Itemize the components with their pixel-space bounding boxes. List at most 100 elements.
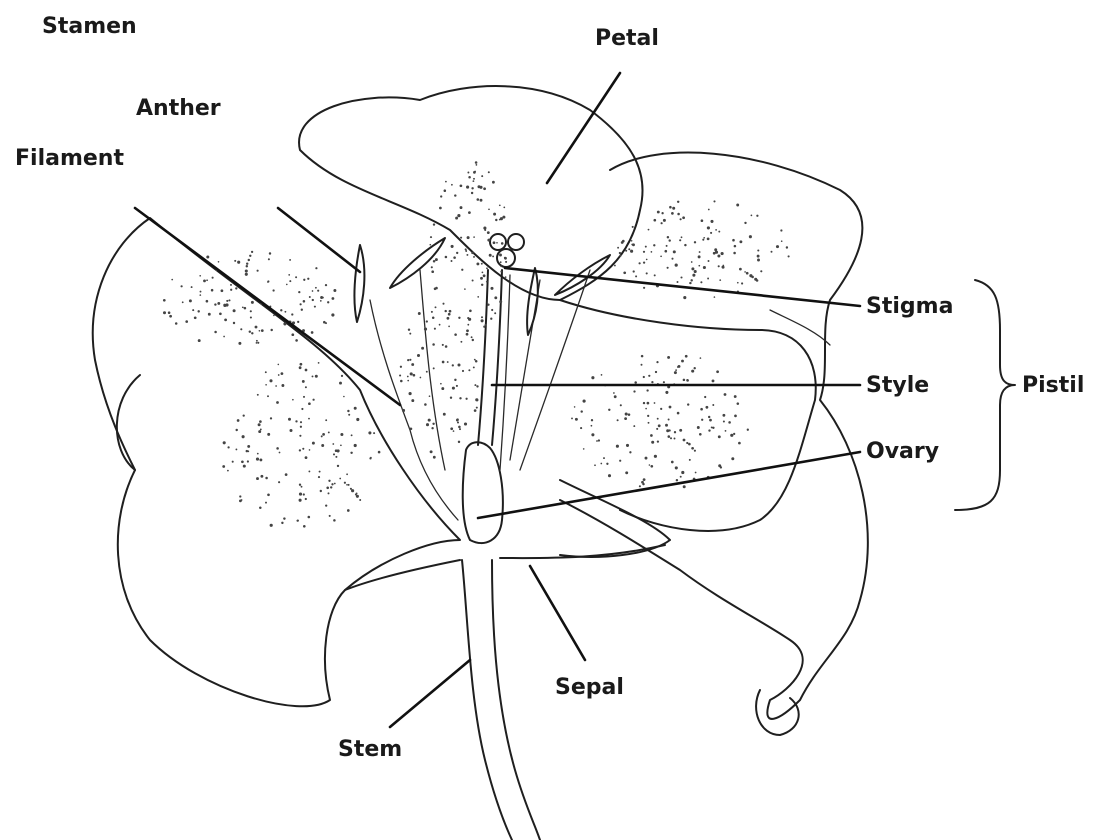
ovary-shape (463, 442, 503, 543)
speckle-dot (477, 296, 479, 298)
speckle-dot (292, 399, 294, 401)
speckle-dot (433, 456, 436, 459)
speckle-dot (701, 419, 703, 421)
speckle-dot (284, 311, 286, 313)
speckle-dot (359, 499, 361, 501)
speckle-dot (462, 370, 464, 372)
speckle-dot (671, 212, 674, 215)
speckle-dot (583, 400, 586, 403)
speckle-dot (317, 290, 319, 292)
speckle-dot (225, 303, 228, 306)
speckle-dot (677, 201, 679, 203)
speckle-dot (399, 374, 401, 376)
speckle-dot (432, 423, 434, 425)
speckle-dot (635, 275, 637, 277)
speckle-dot (301, 408, 303, 410)
speckle-dot (448, 326, 450, 328)
speckle-dot (456, 419, 459, 422)
speckle-dot (199, 275, 201, 277)
speckle-dot (163, 299, 166, 302)
speckle-dot (435, 258, 438, 261)
speckle-dot (487, 231, 490, 234)
label-anther: Anther (136, 98, 221, 120)
speckle-dot (633, 425, 635, 427)
speckle-dot (469, 309, 472, 312)
speckle-dot (331, 313, 334, 316)
speckle-dot (625, 471, 628, 474)
speckle-dot (673, 250, 676, 253)
speckle-dot (722, 414, 725, 417)
speckle-dot (198, 339, 201, 342)
speckle-dot (214, 331, 217, 334)
speckle-dot (457, 214, 460, 217)
speckle-dot (688, 443, 691, 446)
speckle-dot (464, 422, 467, 425)
speckle-dot (675, 264, 678, 267)
speckle-dot (378, 451, 381, 454)
speckle-dot (486, 281, 488, 283)
speckle-dot (448, 313, 451, 316)
speckle-dot (237, 261, 240, 264)
speckle-dot (189, 299, 192, 302)
speckle-dot (476, 262, 479, 265)
speckle-dot (705, 406, 708, 409)
speckle-dot (433, 223, 435, 225)
speckle-dot (691, 261, 693, 263)
speckle-dot (325, 284, 327, 286)
speckle-dot (466, 329, 469, 332)
speckle-dot (483, 325, 485, 327)
speckle-dot (303, 396, 305, 398)
speckle-dot (654, 274, 656, 276)
speckle-dot (244, 307, 247, 310)
speckle-dot (450, 427, 453, 430)
speckle-dot (489, 254, 492, 257)
speckle-dot (312, 442, 315, 445)
speckle-dot (482, 272, 484, 274)
speckle-dot (494, 312, 496, 314)
speckle-dot (776, 245, 779, 248)
speckle-dot (709, 419, 712, 422)
speckle-dot (674, 438, 676, 440)
speckle-dot (473, 236, 475, 238)
speckle-dot (256, 340, 258, 342)
speckle-dot (409, 392, 412, 395)
label-pistil: Pistil (1022, 375, 1084, 397)
speckle-dot (730, 434, 733, 437)
speckle-dot (218, 261, 220, 263)
speckle-dot (211, 289, 214, 292)
speckle-dot (440, 195, 442, 197)
speckle-dot (483, 274, 486, 277)
speckle-dot (321, 435, 323, 437)
speckle-dot (648, 229, 650, 231)
speckle-dot (653, 244, 655, 246)
speckle-dot (239, 495, 241, 497)
speckle-dot (465, 398, 467, 400)
speckle-dot (634, 381, 637, 384)
speckle-dot (666, 245, 668, 247)
speckle-dot (734, 415, 737, 418)
speckle-dot (683, 296, 686, 299)
speckle-dot (246, 450, 248, 452)
speckle-dot (200, 291, 202, 293)
label-stem: Stem (338, 739, 402, 761)
speckle-dot (660, 255, 662, 257)
speckle-dot (348, 414, 350, 416)
speckle-dot (318, 362, 320, 364)
sepal-left (345, 560, 460, 590)
speckle-dot (315, 287, 317, 289)
speckle-dot (439, 324, 441, 326)
anther-2 (390, 238, 445, 288)
speckle-dot (260, 475, 263, 478)
speckle-dot (625, 250, 627, 252)
speckle-dot (503, 207, 505, 209)
speckle-dot (249, 330, 251, 332)
speckle-dot (771, 251, 773, 253)
speckle-dot (682, 216, 685, 219)
speckle-dot (333, 519, 336, 522)
speckle-dot (683, 485, 686, 488)
speckle-dot (645, 246, 647, 248)
speckle-dot (325, 504, 327, 506)
speckle-dot (649, 464, 651, 466)
speckle-dot (721, 252, 724, 255)
speckle-dot (643, 287, 645, 289)
